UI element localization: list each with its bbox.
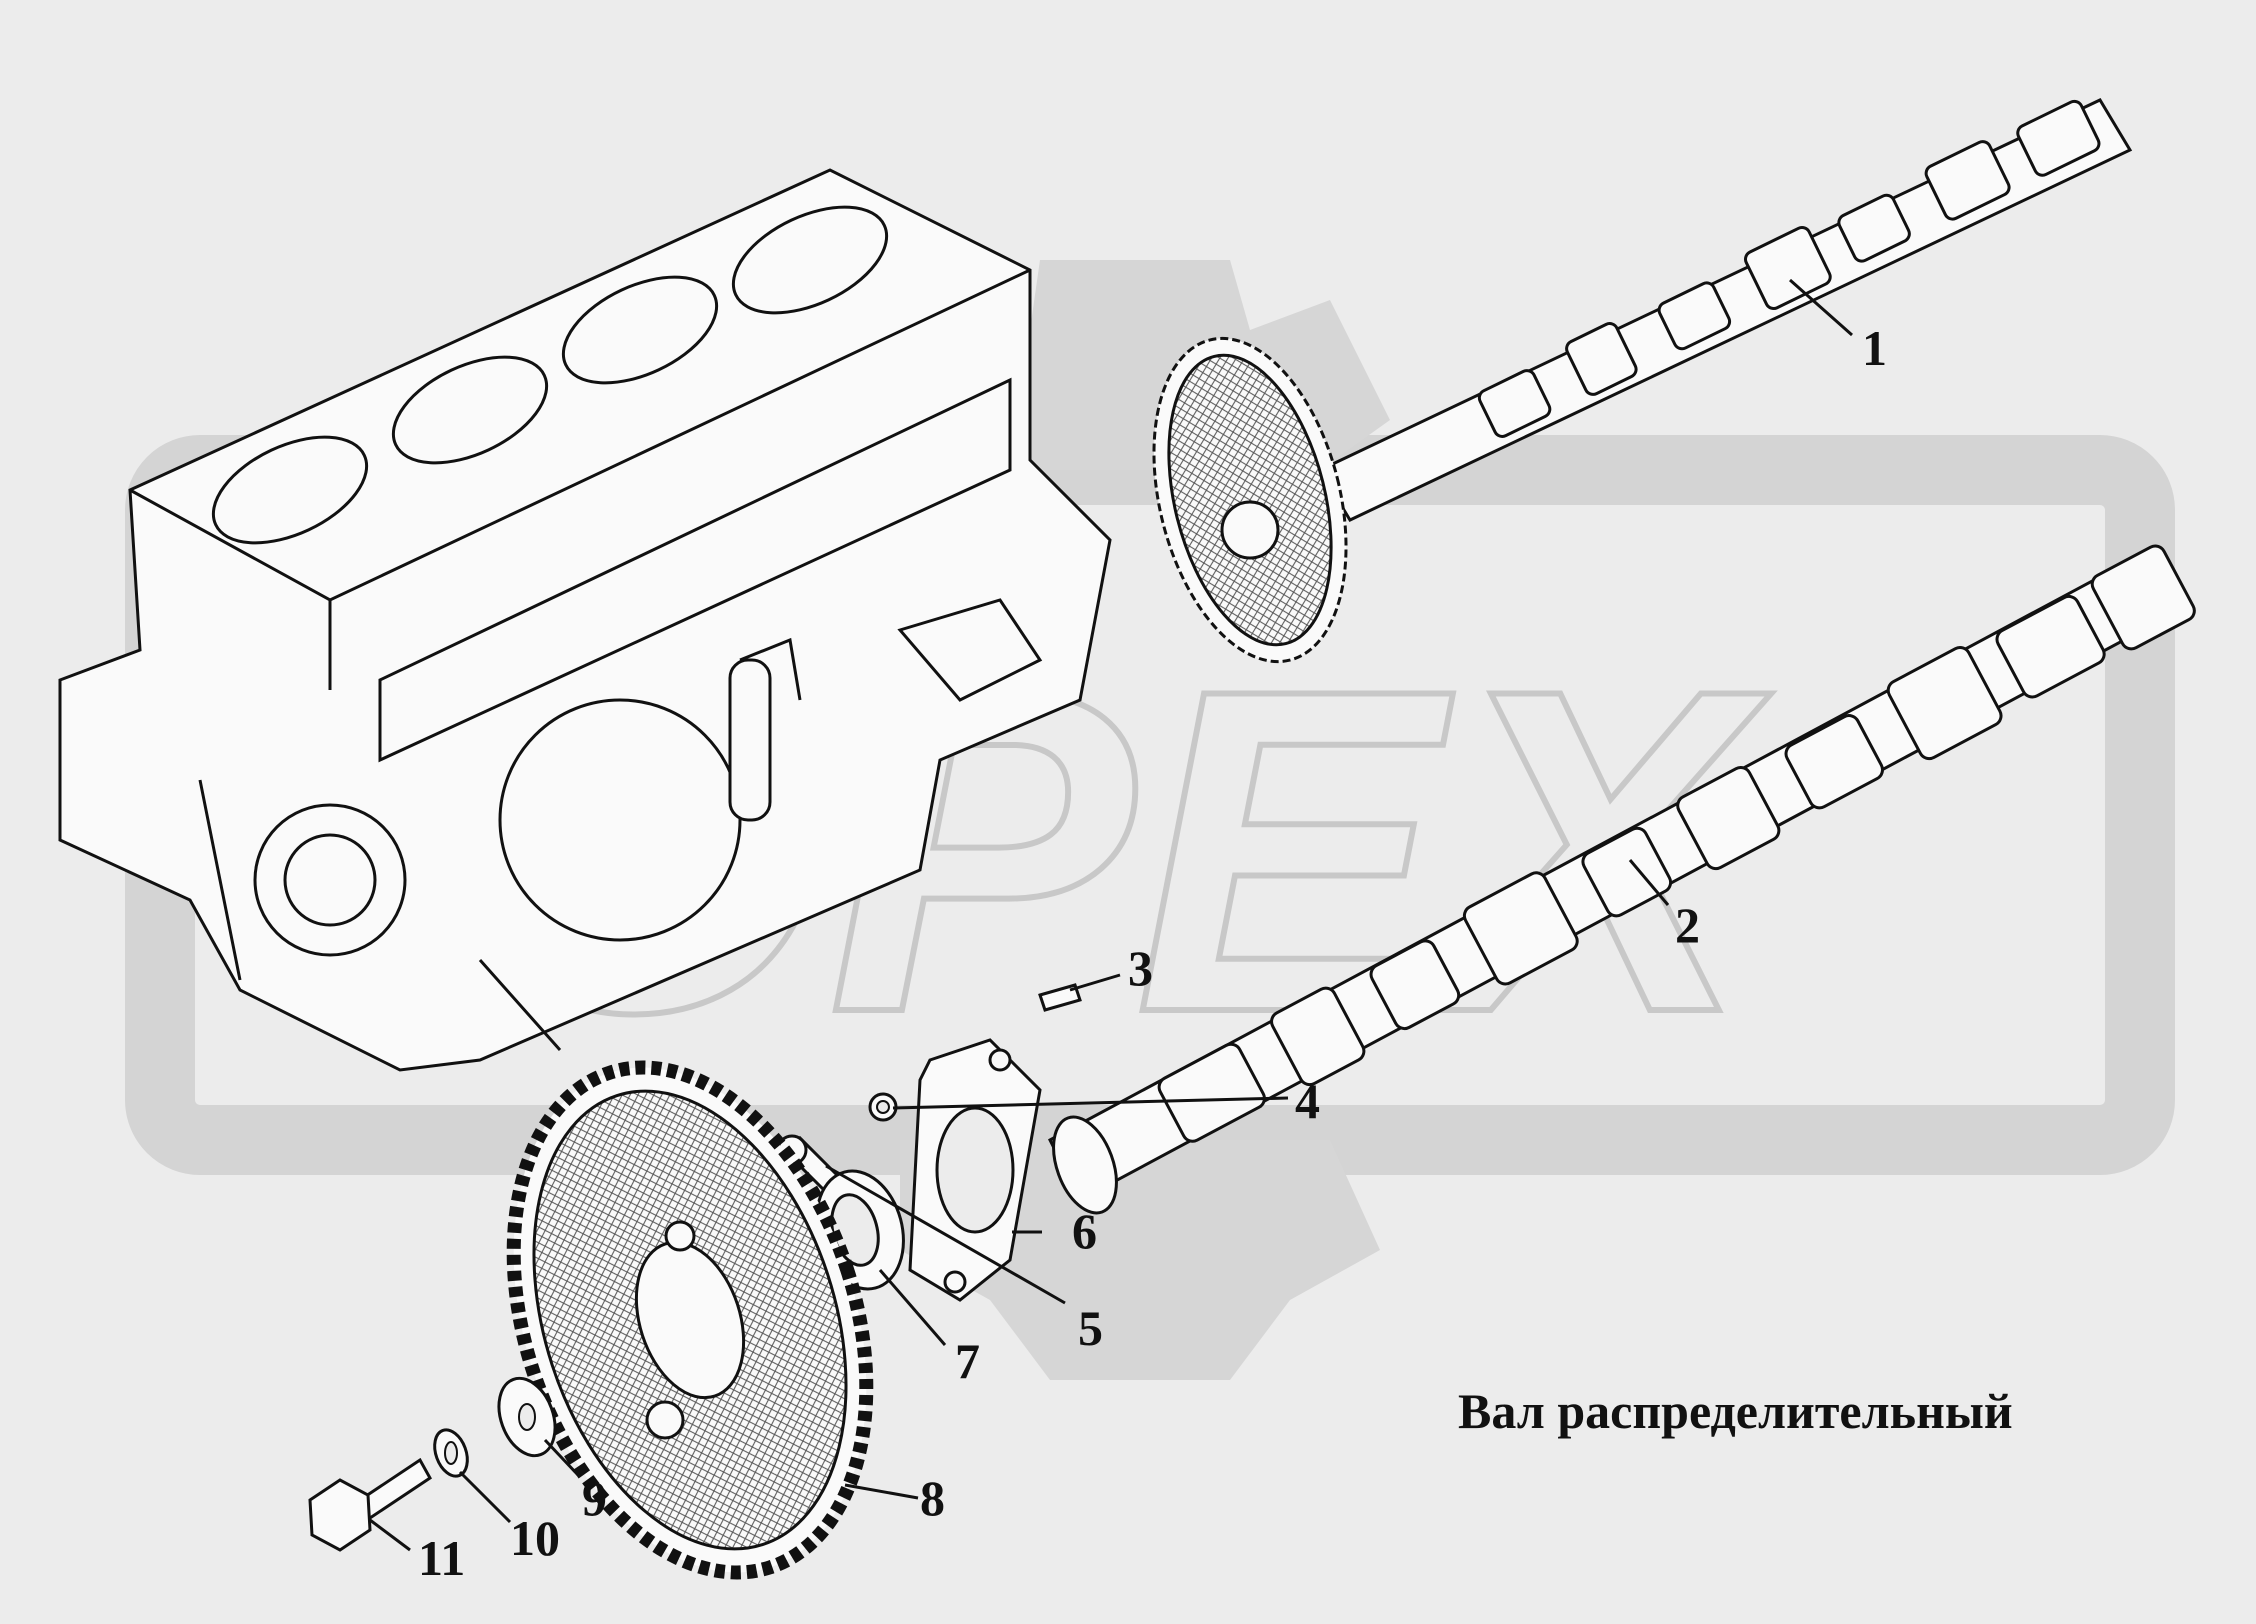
callout-6: 6 xyxy=(1072,1203,1097,1259)
camshaft-lower xyxy=(1048,544,2196,1215)
callout-9: 9 xyxy=(582,1470,607,1526)
washer-part-4 xyxy=(868,1092,898,1122)
camshaft-upper xyxy=(1152,98,2133,664)
washer-part-9 xyxy=(497,1376,557,1458)
callout-11: 11 xyxy=(418,1530,465,1586)
callout-3: 3 xyxy=(1128,940,1153,996)
callout-10: 10 xyxy=(510,1510,560,1566)
key-part-3 xyxy=(1038,983,1082,1012)
lock-washer-part-10 xyxy=(433,1428,469,1478)
diagram-caption: Вал распределительный xyxy=(1458,1383,2013,1439)
leader-lines xyxy=(369,278,1853,1552)
callout-1: 1 xyxy=(1862,320,1887,376)
engine-block xyxy=(58,168,1112,1072)
callout-7: 7 xyxy=(955,1333,980,1389)
camshaft-gear-part-8 xyxy=(506,1060,874,1580)
bolt-part-11 xyxy=(308,1457,432,1552)
callout-5: 5 xyxy=(1078,1300,1103,1356)
callout-2: 2 xyxy=(1675,897,1700,953)
callout-8: 8 xyxy=(920,1470,945,1526)
callout-4: 4 xyxy=(1295,1073,1320,1129)
